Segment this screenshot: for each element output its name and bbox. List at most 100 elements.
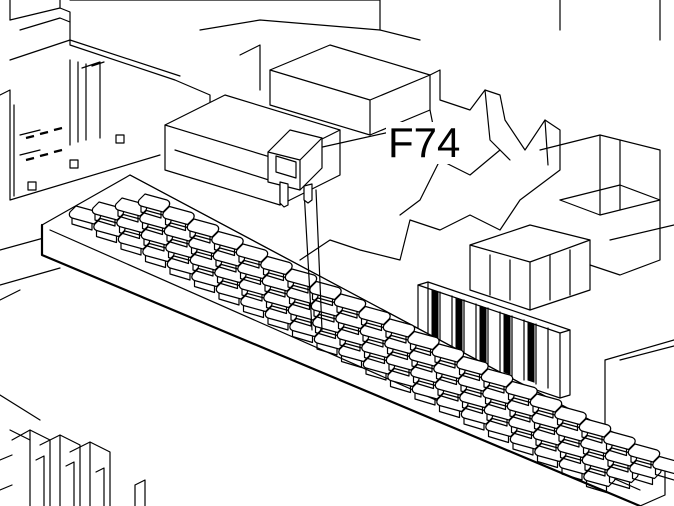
fuse-slot-edge <box>362 334 384 348</box>
right-brackets <box>299 0 674 431</box>
fuse-slot-edge <box>438 404 461 419</box>
fuse-slot <box>627 443 661 463</box>
fuse-f74 <box>267 129 391 331</box>
fuse-slot-edge <box>414 392 436 406</box>
fuse-slot-edge <box>141 221 164 236</box>
fuse-slot-edge <box>411 359 433 373</box>
fuse-slot-edge <box>238 255 260 269</box>
fuse-slot-edge <box>288 296 311 311</box>
fuse-slot-edge <box>316 342 338 356</box>
fuse-slot-edge <box>339 338 361 352</box>
fuse-slot <box>382 318 416 338</box>
fuse-slot-edge <box>164 217 187 232</box>
fuse-slot-edge <box>95 229 118 244</box>
fuse-slot-edge <box>337 321 360 336</box>
fuse-slot-edge <box>190 246 213 261</box>
fuse-slot <box>407 330 440 351</box>
fuse-slot-edge <box>556 417 579 432</box>
fuse-slot-edge <box>215 259 237 273</box>
fuse-slot-edge <box>388 363 410 377</box>
fuse-slot-edge <box>365 367 387 381</box>
fuse-slot-edge <box>313 309 335 323</box>
fuse-slot-edge <box>509 409 531 423</box>
fuse-slot <box>578 418 612 438</box>
fuse-slot <box>652 455 674 475</box>
fuse-slot-edge <box>584 463 606 477</box>
fuse-slot-edge <box>311 292 334 307</box>
fuse-slot <box>235 243 269 263</box>
fuse-slot-edge <box>169 267 191 281</box>
fuse-slot <box>431 343 465 363</box>
fuse-slot-edge <box>264 284 286 298</box>
fuse-slot-edge <box>463 417 485 431</box>
lower-left-connectors <box>0 429 146 506</box>
fuse-slot <box>358 305 391 326</box>
fuse-slot <box>554 405 587 426</box>
fuse-slot-edge <box>532 405 554 419</box>
fuse-slot-edge <box>241 288 263 302</box>
fuse-slot-edge <box>582 446 605 461</box>
fuse-slot-edge <box>434 355 456 369</box>
fuse-slot-edge <box>166 234 188 248</box>
fuse-slot-edge <box>536 454 559 469</box>
upper-left-housing <box>0 0 211 286</box>
fuse-slot <box>603 430 636 451</box>
small-connector-strip <box>417 281 571 399</box>
fuse-slot-edge <box>143 238 165 252</box>
fuse-slot-edge <box>385 330 407 344</box>
fuse-slot-edge <box>386 346 409 361</box>
fuse-slot <box>186 218 220 238</box>
fuse-slot-edge <box>486 413 508 427</box>
fuse-slot <box>456 355 489 376</box>
fuse-slot-edge <box>559 450 582 465</box>
fuse-slot-edge <box>605 442 628 457</box>
fuse-slot-edge <box>340 354 363 369</box>
fuse-slot-edge <box>140 205 162 219</box>
fuse-slot-edge <box>631 471 654 486</box>
fuse-slot-edge <box>558 434 580 448</box>
fuse-slot-edge <box>287 280 309 294</box>
fuse-slot-edge <box>409 342 432 357</box>
fuse-slot-edge <box>216 275 239 290</box>
fuse-slot-edge <box>608 475 631 490</box>
fuse-slot-edge <box>267 317 289 331</box>
fuse-slot-edge <box>360 317 383 332</box>
fuse-slot-edge <box>435 371 458 386</box>
fuse-slot-edge <box>218 292 240 306</box>
fuse-slot-edge <box>630 455 652 469</box>
fuse-icon <box>267 129 323 208</box>
fuse-slot-edge <box>363 350 386 365</box>
fuse-slot-edge <box>262 267 285 282</box>
fuse-slot-edge <box>213 242 236 257</box>
fuse-slot-edge <box>458 367 481 382</box>
fuse-slot-edge <box>144 254 167 269</box>
fuse-slot-edge <box>242 304 265 319</box>
fuse-slot-edge <box>239 271 262 286</box>
fuse-slot <box>505 380 538 401</box>
fuse-slot <box>211 230 244 251</box>
fuse-slot-edge <box>483 380 505 394</box>
fuse-slot-edge <box>389 379 412 394</box>
fuse-slot-edge <box>507 392 530 407</box>
fuse-slot-edge <box>265 300 288 315</box>
fuse-slot <box>137 193 171 213</box>
fuse-slot-edge <box>581 430 603 444</box>
fuse-slot-edge <box>512 442 534 456</box>
fuse-slot-edge <box>484 396 507 411</box>
fuse-slot-edge <box>654 467 674 481</box>
fuse-slot-edge <box>535 438 557 452</box>
fuse-slot-edge <box>189 230 211 244</box>
fuse-slot-edge <box>193 279 216 294</box>
fuse-slot <box>529 393 563 413</box>
fuse-slot-edge <box>94 213 116 227</box>
fuse-slot-edge <box>412 375 435 390</box>
fuse-slot-edge <box>118 225 141 240</box>
fuse-slot-edge <box>607 459 629 473</box>
fuse-slot-edge <box>120 242 142 256</box>
fuse-slot <box>260 255 293 276</box>
fuse-slot-edge <box>167 250 190 265</box>
top-relay-blocks <box>69 0 431 206</box>
fuse-slot-edge <box>461 400 484 415</box>
